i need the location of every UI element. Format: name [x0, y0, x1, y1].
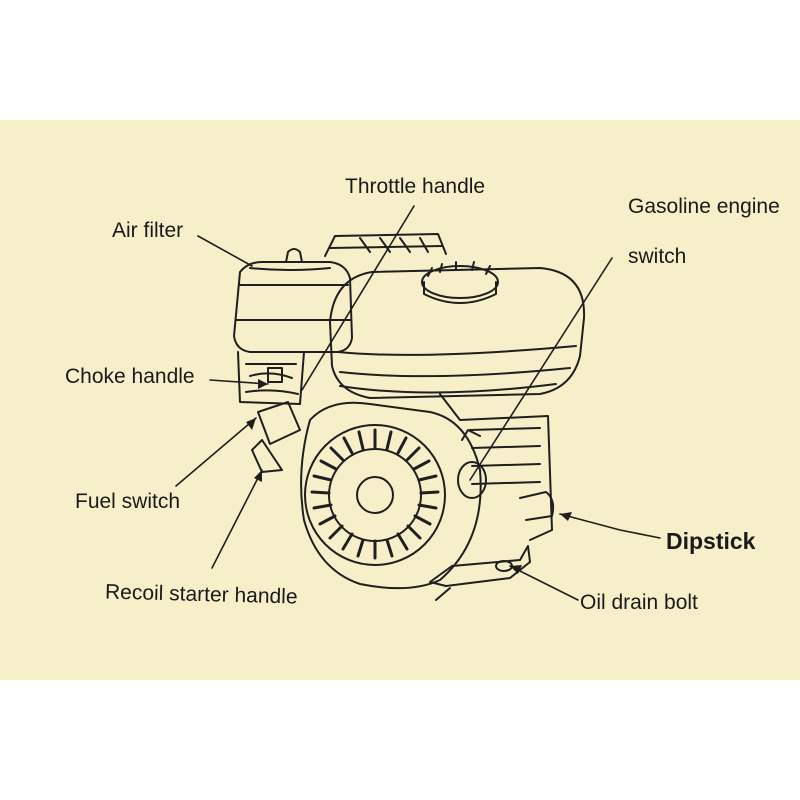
recoil-starter-handle-label: Recoil starter handle — [105, 581, 298, 607]
throttle-handle-leader — [302, 206, 414, 390]
air-filter-leader — [198, 236, 252, 266]
fuel-cap — [422, 262, 498, 303]
carburetor — [238, 352, 304, 472]
fuel-switch-label: Fuel switch — [75, 491, 180, 512]
oil-drain-bolt-label: Oil drain bolt — [580, 592, 698, 613]
engine-base — [430, 546, 530, 600]
air-filter-label: Air filter — [112, 220, 183, 241]
oil-drain-leader — [510, 566, 578, 600]
engine-block — [440, 394, 553, 540]
dipstick-label: Dipstick — [666, 530, 755, 553]
fuel-tank — [330, 268, 584, 398]
dipstick-leader — [560, 514, 660, 538]
gasoline-engine-switch-label-line1: Gasoline engine — [628, 196, 780, 217]
throttle-handle-label: Throttle handle — [345, 176, 485, 197]
gasoline-engine-switch-label-line2: switch — [628, 246, 686, 267]
fuel-switch-leader — [176, 418, 256, 486]
choke-handle-label: Choke handle — [65, 366, 195, 387]
recoil-starter-leader — [212, 470, 262, 568]
